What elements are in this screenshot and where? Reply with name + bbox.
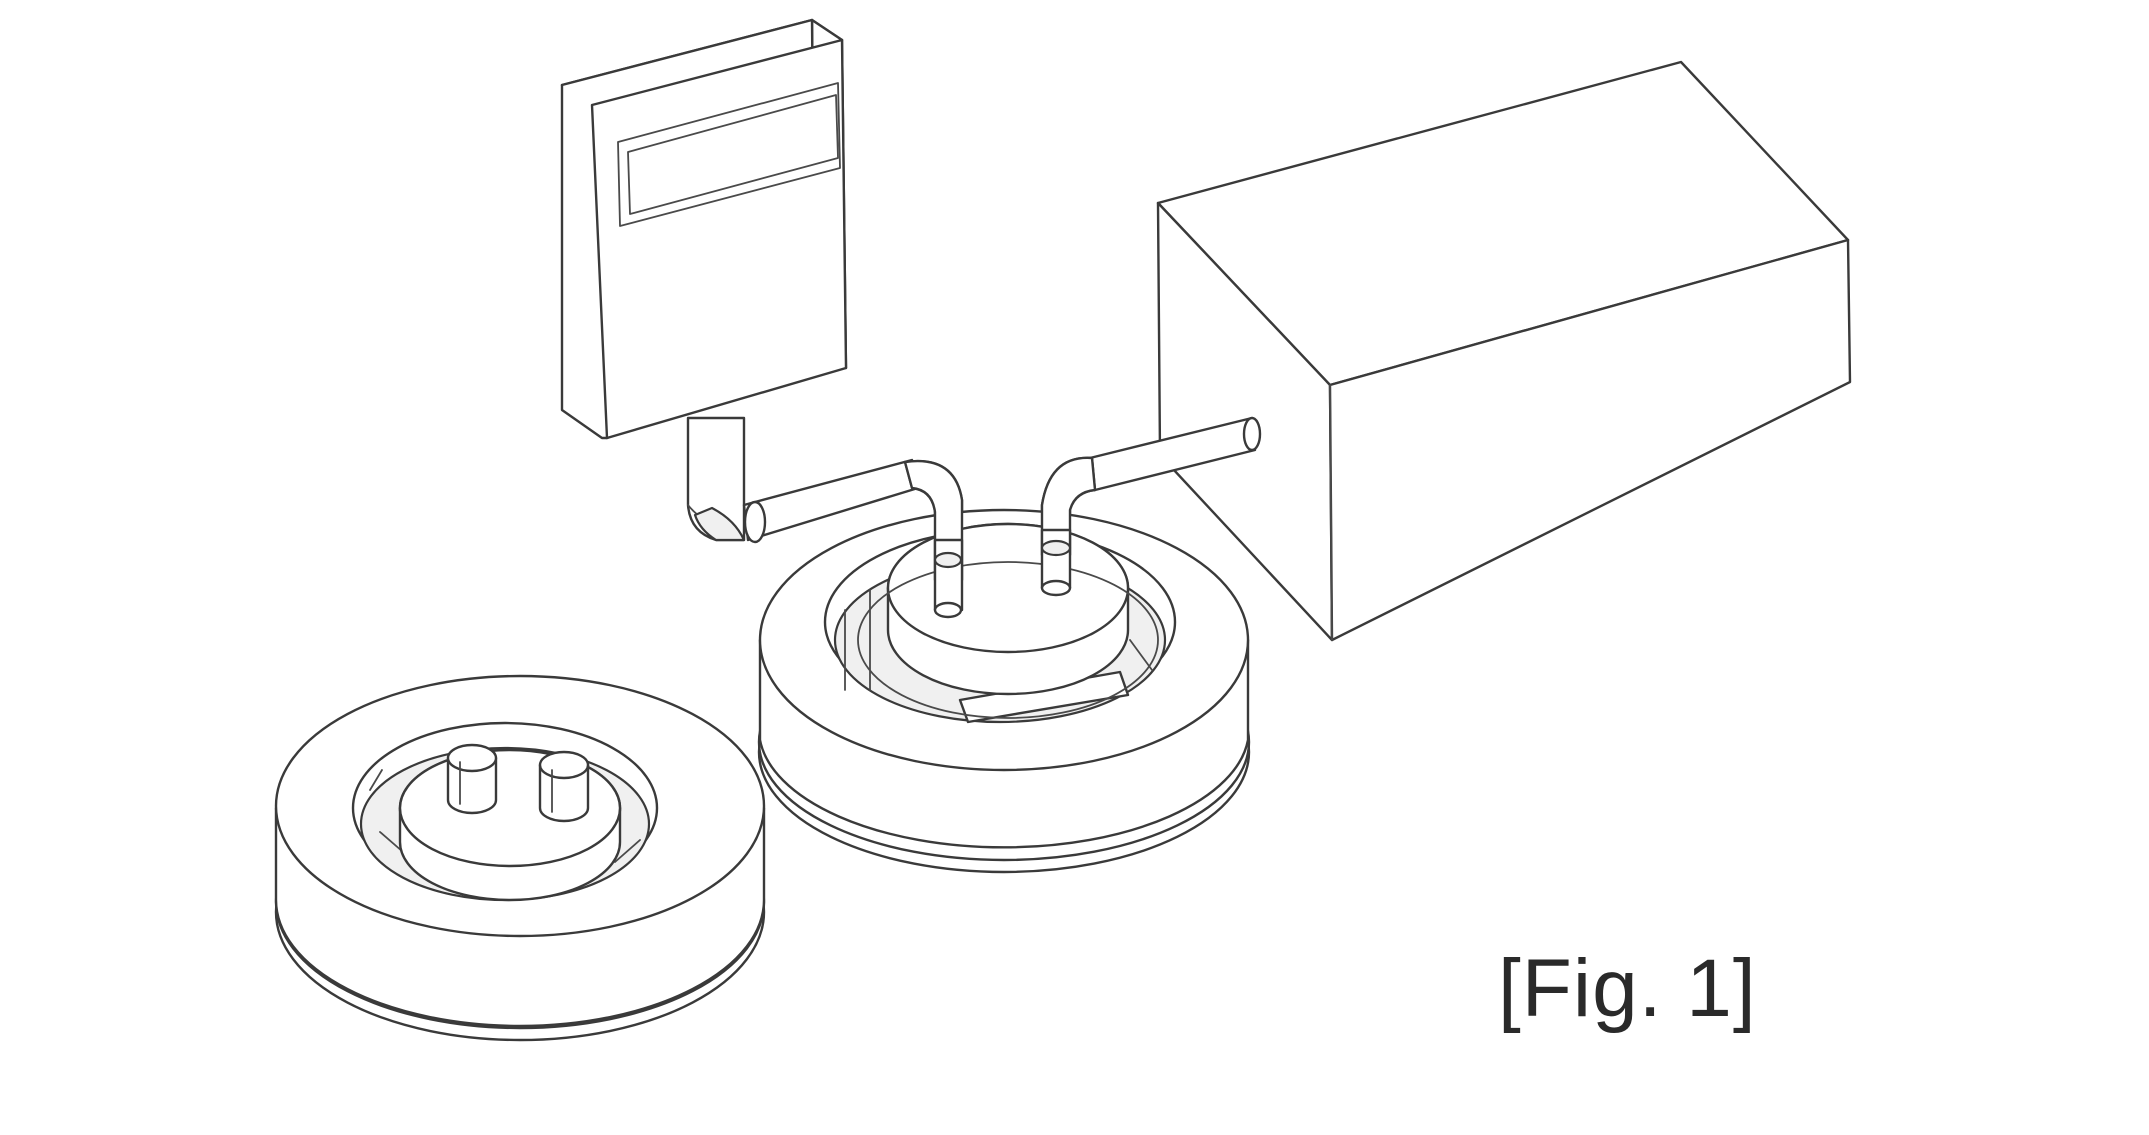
peg-left [446, 743, 498, 815]
figure-label: [Fig. 1] [1498, 943, 1757, 1034]
peg-right [538, 750, 590, 823]
power-unit-block [1156, 60, 1852, 642]
central-ring-assembly [757, 508, 1251, 874]
display-window [627, 94, 839, 215]
control-pipe [686, 416, 920, 544]
lower-ring-assembly [274, 674, 766, 1042]
control-box [560, 18, 848, 440]
probes-front [903, 456, 1097, 619]
